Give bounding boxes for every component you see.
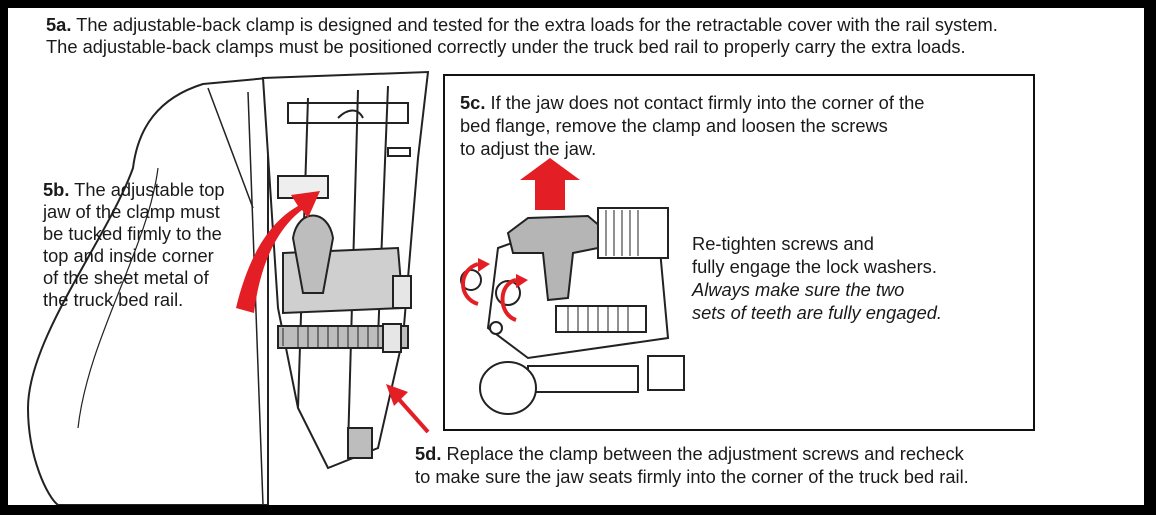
step-5a-line2: The adjustable-back clamps must be posit… [46, 36, 966, 57]
note-line2: fully engage the lock washers. [692, 256, 937, 277]
step-5d-text: 5d. Replace the clamp between the adjust… [415, 442, 1135, 488]
step-5d-line1: Replace the clamp between the adjustment… [446, 443, 964, 464]
step-5b-text: 5b. The adjustable top jaw of the clamp … [43, 179, 263, 311]
step-5b-line3: top and inside corner [43, 245, 214, 266]
step-5c-line0: If the jaw does not contact firmly into … [490, 92, 925, 113]
step-5a-text: 5a. The adjustable-back clamp is designe… [46, 14, 1136, 58]
step-5b-line2: be tucked firmly to the [43, 223, 222, 244]
rotate-arrow-head-icon [478, 258, 490, 272]
step-5a-label: 5a. [46, 14, 72, 35]
pointer-arrow-icon [386, 384, 430, 434]
note-italic2: sets of teeth are fully engaged. [692, 302, 943, 323]
step-5c-line2: to adjust the jaw. [460, 138, 597, 159]
step-5c-text: 5c. If the jaw does not contact firmly i… [460, 91, 1020, 160]
truck-bed-wall [26, 76, 269, 505]
step-5b-line1: jaw of the clamp must [43, 201, 220, 222]
rail-clamp [277, 214, 412, 459]
tuck-arrow-icon [236, 191, 320, 313]
step-5c-line1: bed flange, remove the clamp and loosen … [460, 115, 888, 136]
step-5c-label: 5c. [460, 92, 486, 113]
clamp-detail [460, 207, 685, 415]
step-5d-line2: to make sure the jaw seats firmly into t… [415, 466, 969, 487]
step-5d-label: 5d. [415, 443, 442, 464]
rotate-arrow-head-2-icon [516, 274, 528, 288]
rotate-arrows-icon [461, 262, 517, 322]
clamp-illustration [26, 70, 1035, 505]
step-5a-line1: The adjustable-back clamp is designed an… [76, 14, 998, 35]
step-5b-line0: The adjustable top [74, 179, 225, 200]
retighten-note: Re-tighten screws and fully engage the l… [692, 232, 1132, 324]
note-italic1: Always make sure the two [692, 279, 905, 300]
note-line1: Re-tighten screws and [692, 233, 874, 254]
step-5b-line4: of the sheet metal of [43, 267, 209, 288]
up-arrow-icon [520, 158, 580, 210]
step-5b-line5: the truck bed rail. [43, 289, 184, 310]
instruction-page: 5a. The adjustable-back clamp is designe… [8, 8, 1144, 505]
step-5b-label: 5b. [43, 179, 70, 200]
